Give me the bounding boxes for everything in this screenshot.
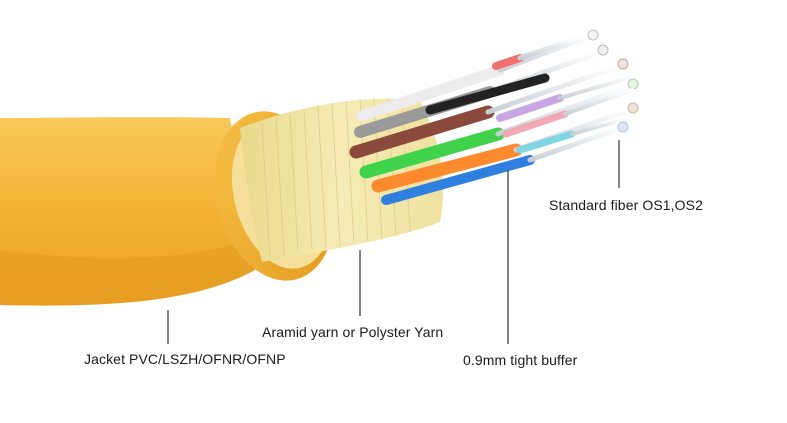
buffer-pink bbox=[502, 88, 634, 138]
buffer-red bbox=[492, 35, 581, 70]
buffer-black bbox=[425, 73, 550, 115]
label-standard-fiber: Standard fiber OS1,OS2 bbox=[549, 197, 703, 213]
jacket-shadow bbox=[0, 240, 255, 306]
buffer-brown bbox=[349, 58, 629, 159]
leader-lines bbox=[167, 140, 620, 344]
label-tight-buffer: 0.9mm tight buffer bbox=[463, 352, 578, 368]
buffer-aqua bbox=[516, 116, 630, 154]
buffer-violet bbox=[496, 74, 637, 122]
buffer-blue bbox=[381, 121, 629, 205]
label-jacket: Jacket PVC/LSZH/OFNR/OFNP bbox=[84, 351, 286, 367]
label-aramid-yarn: Aramid yarn or Polyster Yarn bbox=[262, 324, 444, 340]
